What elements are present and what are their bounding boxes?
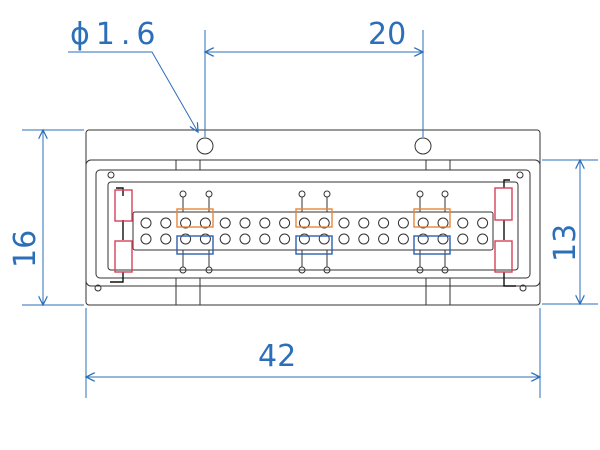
dimension-lines [22,30,598,398]
header-pin [457,233,469,245]
inner-height-label: 13 [548,224,583,262]
header-pin [298,217,310,229]
component-leads [179,190,449,274]
header-pin [477,217,489,229]
header-pin [358,217,370,229]
pad-groups [176,208,451,255]
header-pin [338,233,350,245]
notch-bottom-right [425,278,451,305]
resistor-left-bottom [114,240,133,273]
header-pin [219,217,231,229]
connector-frame [95,169,531,279]
header-pin [437,217,449,229]
corner-screw [516,171,524,179]
header-pin [219,233,231,245]
header-pin [397,217,409,229]
header-pin [140,233,152,245]
header-pin [397,233,409,245]
header-pin [298,233,310,245]
header-pin [160,217,172,229]
header-pin [417,233,429,245]
header-pin [239,217,251,229]
lead-pin-top [323,190,331,198]
corner-screw [107,171,115,179]
resistor-right-bottom [494,240,513,273]
corner-screw [94,284,102,292]
connector-inner-frame [107,181,519,271]
header-pin [180,233,192,245]
header-pin [279,217,291,229]
header-pin [318,233,330,245]
header-pin [378,217,390,229]
resistor-lead-left [110,187,124,283]
pad-outline-bottom [295,235,333,255]
notch-bottom-left [175,278,201,305]
board-outline [85,129,541,306]
lead-pin-top [205,190,213,198]
lead-pin-top [179,190,187,198]
pad-outline-top [295,208,333,228]
header-pin [180,217,192,229]
lead-pin-top [441,190,449,198]
header-pin [358,233,370,245]
mounting-hole-right [414,137,432,155]
header-pin [160,233,172,245]
header-pin [378,233,390,245]
header-pin [318,217,330,229]
header-pin [140,217,152,229]
notch-top-left [175,160,201,170]
notch-top-right [425,160,451,170]
resistors [110,179,516,287]
total-width-label: 42 [258,339,296,374]
hole-diameter-label: ϕ1.6 [70,17,162,52]
pad-outline-top [413,208,451,228]
mounting-hole-left [196,137,214,155]
corner-screw [519,284,527,292]
corner-screws [94,171,527,292]
board-inner-frame [85,159,541,287]
header-pin [417,217,429,229]
header-pin [437,233,449,245]
lead-pin-top [298,190,306,198]
header-pin [239,233,251,245]
header-pin [259,217,271,229]
pad-outline-bottom [176,235,214,255]
header-pin [259,233,271,245]
header-pin [199,217,211,229]
header-pin [338,217,350,229]
resistor-left-top [114,189,133,222]
header-pin [199,233,211,245]
lead-pin-top [416,190,424,198]
resistor-lead-right [503,179,516,287]
outer-height-label: 16 [8,230,43,268]
header-pin [279,233,291,245]
board-outer-edge [85,129,541,306]
header-pin [457,217,469,229]
header-strip [132,211,494,251]
pad-outline-bottom [413,235,451,255]
pad-outline-top [176,208,214,228]
hole-spacing-label: 20 [368,17,406,52]
header-pin-grid [140,217,489,245]
resistor-right-top [494,187,513,221]
header-pin [477,233,489,245]
hole-diameter-leader [68,51,198,132]
